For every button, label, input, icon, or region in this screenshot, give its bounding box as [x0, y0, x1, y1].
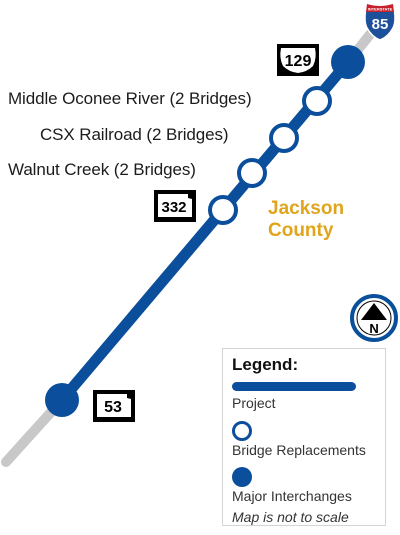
bridge-walnut-creek-2[interactable]	[208, 195, 238, 225]
county-label: Jackson County	[268, 198, 344, 242]
legend: Legend: Project Bridge Replacements Majo…	[222, 348, 386, 526]
sr-332-number: 332	[161, 199, 186, 216]
project-corridor	[56, 56, 354, 406]
north-arrow-icon	[361, 303, 387, 320]
north-label: N	[369, 321, 378, 336]
bridge-middle-oconee[interactable]	[302, 86, 332, 116]
interstate-number: 85	[372, 16, 389, 33]
us-129-number: 129	[285, 53, 312, 70]
legend-project-line	[232, 382, 356, 391]
north-arrow: N	[350, 294, 398, 342]
interstate-label: INTERSTATE	[368, 7, 393, 12]
interchange-sr53[interactable]	[45, 383, 79, 417]
bridge-label-csx-railroad: CSX Railroad (2 Bridges)	[40, 125, 229, 144]
sr-53-shield: 53	[93, 390, 135, 422]
county-label-line2: County	[268, 220, 334, 241]
us-129-shield: 129	[277, 44, 319, 76]
legend-scale-note: Map is not to scale	[232, 509, 349, 525]
bridge-csx-railroad[interactable]	[269, 123, 299, 153]
county-label-line1: Jackson	[268, 198, 345, 219]
bridge-label-walnut-creek: Walnut Creek (2 Bridges)	[8, 160, 196, 179]
legend-interchange-icon	[232, 467, 252, 487]
interstate-85-shield: INTERSTATE 85	[364, 3, 396, 41]
sr-53-number: 53	[104, 399, 122, 416]
interchange-us129[interactable]	[331, 45, 365, 79]
sr-332-shield: 332	[154, 190, 196, 222]
legend-bridge-icon	[232, 421, 252, 441]
bridge-label-middle-oconee: Middle Oconee River (2 Bridges)	[8, 89, 252, 108]
legend-interchange-label: Major Interchanges	[232, 488, 352, 504]
legend-project-label: Project	[232, 395, 276, 411]
bridge-walnut-creek-1[interactable]	[237, 158, 267, 188]
legend-title: Legend:	[232, 355, 299, 374]
legend-bridge-label: Bridge Replacements	[232, 442, 366, 458]
